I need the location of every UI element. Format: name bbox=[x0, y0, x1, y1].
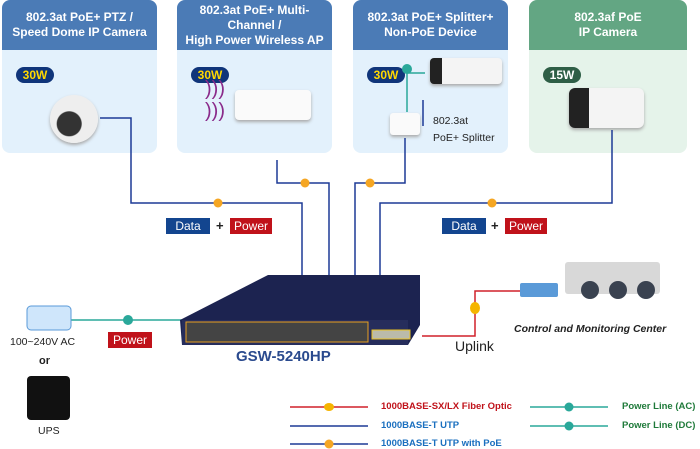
panel-title: 802.3at PoE+ Multi-Channel /High Power W… bbox=[177, 0, 332, 50]
ac-label: 100~240V AC bbox=[10, 336, 76, 348]
poe-dot-icon bbox=[213, 198, 223, 208]
ac-outlet-icon bbox=[26, 305, 72, 331]
utp-line-ap bbox=[276, 160, 330, 275]
network-switch-icon bbox=[520, 283, 558, 297]
panel-title: 802.3at PoE+ Splitter+Non-PoE Device bbox=[353, 0, 508, 50]
power-badge: Power bbox=[505, 218, 547, 234]
panel-title: 802.3at PoE+ PTZ /Speed Dome IP Camera bbox=[2, 0, 157, 50]
operators-icon bbox=[565, 262, 660, 299]
power-badge: 15W bbox=[543, 67, 581, 83]
fiber-uplink-line bbox=[422, 290, 522, 337]
legend-utp-label: 1000BASE-T UTP bbox=[381, 420, 460, 431]
bullet-camera-icon bbox=[430, 58, 502, 84]
uplink-label: Uplink bbox=[455, 338, 494, 354]
panel-splitter-device: 802.3at PoE+ Splitter+Non-PoE Device 30W… bbox=[353, 0, 508, 153]
poe-dot-icon bbox=[487, 198, 497, 208]
legend-fiber-label: 1000BASE-SX/LX Fiber Optic bbox=[381, 401, 512, 412]
ac-dot-icon bbox=[123, 315, 133, 325]
control-center-label: Control and Monitoring Center bbox=[514, 323, 667, 335]
plus-sign: + bbox=[491, 218, 499, 233]
switch-icon bbox=[180, 275, 420, 345]
bullet-camera-icon bbox=[569, 88, 644, 128]
or-label: or bbox=[39, 355, 50, 367]
ups-label: UPS bbox=[38, 425, 60, 437]
power-badge: 30W bbox=[191, 67, 229, 83]
power-badge: 30W bbox=[16, 67, 54, 83]
legend-poe-label: 1000BASE-T UTP with PoE bbox=[381, 438, 502, 449]
power-badge: Power bbox=[108, 332, 152, 348]
poe-dot-icon bbox=[300, 178, 310, 188]
access-point-icon bbox=[235, 90, 311, 120]
plus-sign: + bbox=[216, 218, 224, 233]
utp-line-splitter bbox=[354, 138, 406, 275]
power-badge: 30W bbox=[367, 67, 405, 83]
panel-ptz-camera: 802.3at PoE+ PTZ /Speed Dome IP Camera 3… bbox=[2, 0, 157, 153]
legend-dc-label: Power Line (DC) bbox=[622, 420, 696, 431]
ups-icon bbox=[27, 376, 70, 420]
switch-model: GSW-5240HP bbox=[236, 348, 331, 365]
fiber-dot-icon bbox=[470, 302, 480, 314]
dc-dot-icon bbox=[402, 64, 412, 74]
data-badge: Data bbox=[442, 218, 486, 234]
poe-splitter-icon bbox=[390, 113, 420, 135]
power-badge: Power bbox=[230, 218, 272, 234]
poe-dots bbox=[213, 178, 497, 208]
panel-wireless-ap: 802.3at PoE+ Multi-Channel /High Power W… bbox=[177, 0, 332, 153]
poe-dot-icon bbox=[365, 178, 375, 188]
wifi-signal-icon: )))))) bbox=[205, 78, 225, 122]
utp-line-ptz bbox=[100, 117, 303, 275]
legend-ac-label: Power Line (AC) bbox=[622, 401, 696, 412]
data-badge: Data bbox=[166, 218, 210, 234]
dome-camera-icon bbox=[50, 95, 98, 143]
